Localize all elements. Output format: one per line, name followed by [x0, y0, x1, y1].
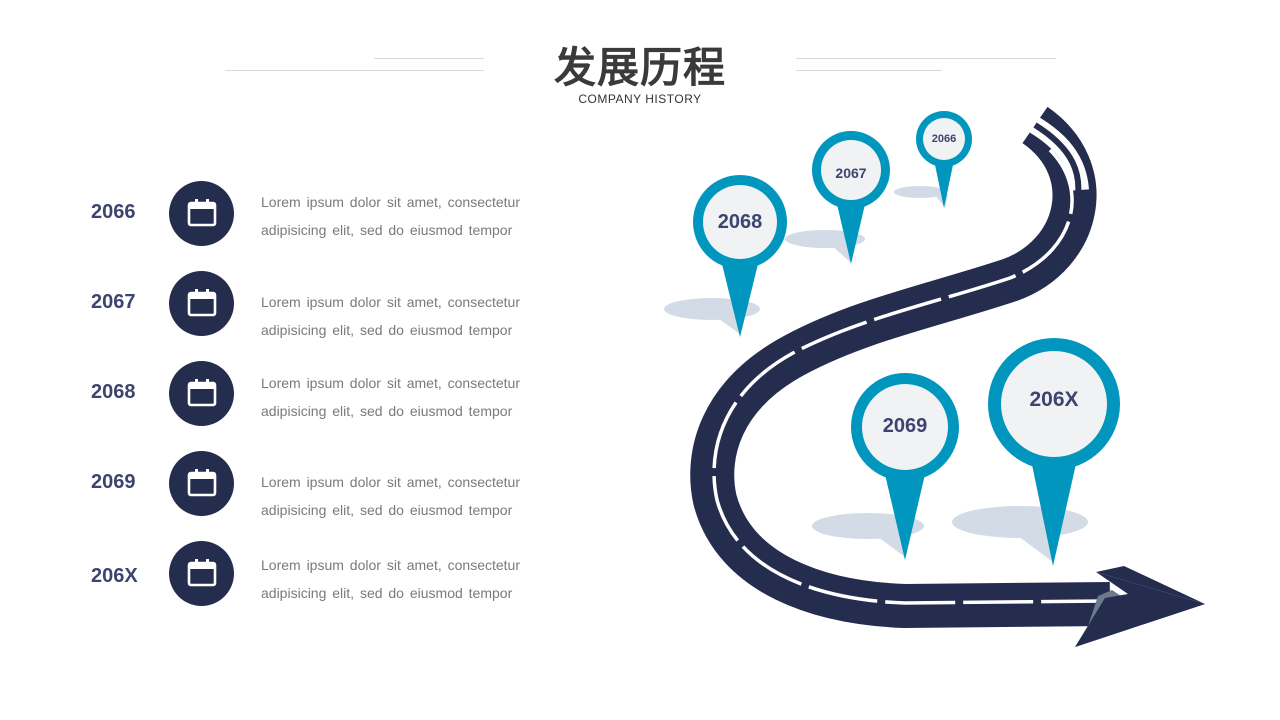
calendar-badge — [169, 181, 234, 246]
header-line-right-top — [796, 58, 1056, 59]
calendar-icon — [187, 469, 217, 497]
timeline-description: Lorem ipsum dolor sit amet, consectetur … — [261, 194, 520, 238]
calendar-icon — [187, 379, 217, 407]
calendar-badge — [169, 271, 234, 336]
calendar-badge — [169, 541, 234, 606]
pin-2069 — [812, 373, 959, 560]
header-line-left — [225, 70, 484, 71]
page-title: 发展历程 — [553, 43, 726, 92]
calendar-icon — [187, 559, 217, 587]
road-center-line — [712, 148, 1106, 605]
header-line-left-top — [374, 58, 484, 59]
timeline-item-2068: 2068 Lorem ipsum dolor sit amet, consect… — [0, 361, 600, 431]
pin-206x — [952, 338, 1120, 566]
pin-label-2069: 2069 — [882, 415, 928, 437]
timeline-year: 2066 — [91, 201, 136, 223]
pin-label-2068: 2068 — [717, 211, 763, 233]
timeline-item-2066: 2066 Lorem ipsum dolor sit amet, consect… — [0, 181, 600, 251]
calendar-badge — [169, 451, 234, 516]
timeline-year: 2067 — [91, 291, 136, 313]
pin-2066 — [894, 111, 972, 208]
page-subtitle: COMPANY HISTORY — [578, 92, 702, 106]
pin-label-2066: 2066 — [931, 133, 957, 145]
calendar-icon — [187, 199, 217, 227]
timeline-description: Lorem ipsum dolor sit amet, consectetur … — [261, 474, 520, 518]
timeline-item-206x: 206X Lorem ipsum dolor sit amet, consect… — [0, 541, 600, 611]
timeline-year: 2068 — [91, 381, 136, 403]
timeline-description: Lorem ipsum dolor sit amet, consectetur … — [261, 557, 520, 601]
timeline-description: Lorem ipsum dolor sit amet, consectetur … — [261, 294, 520, 338]
pin-2067 — [785, 131, 890, 264]
pin-label-206x: 206X — [1029, 388, 1079, 411]
pin-2068 — [664, 175, 787, 337]
timeline-year: 2069 — [91, 471, 136, 493]
timeline-item-2067: 2067 Lorem ipsum dolor sit amet, consect… — [0, 271, 600, 341]
timeline-year: 206X — [91, 565, 138, 587]
timeline-description: Lorem ipsum dolor sit amet, consectetur … — [261, 375, 520, 419]
header-line-right — [796, 70, 942, 71]
calendar-icon — [187, 289, 217, 317]
timeline-item-2069: 2069 Lorem ipsum dolor sit amet, consect… — [0, 451, 600, 521]
pin-label-2067: 2067 — [835, 165, 867, 181]
calendar-badge — [169, 361, 234, 426]
